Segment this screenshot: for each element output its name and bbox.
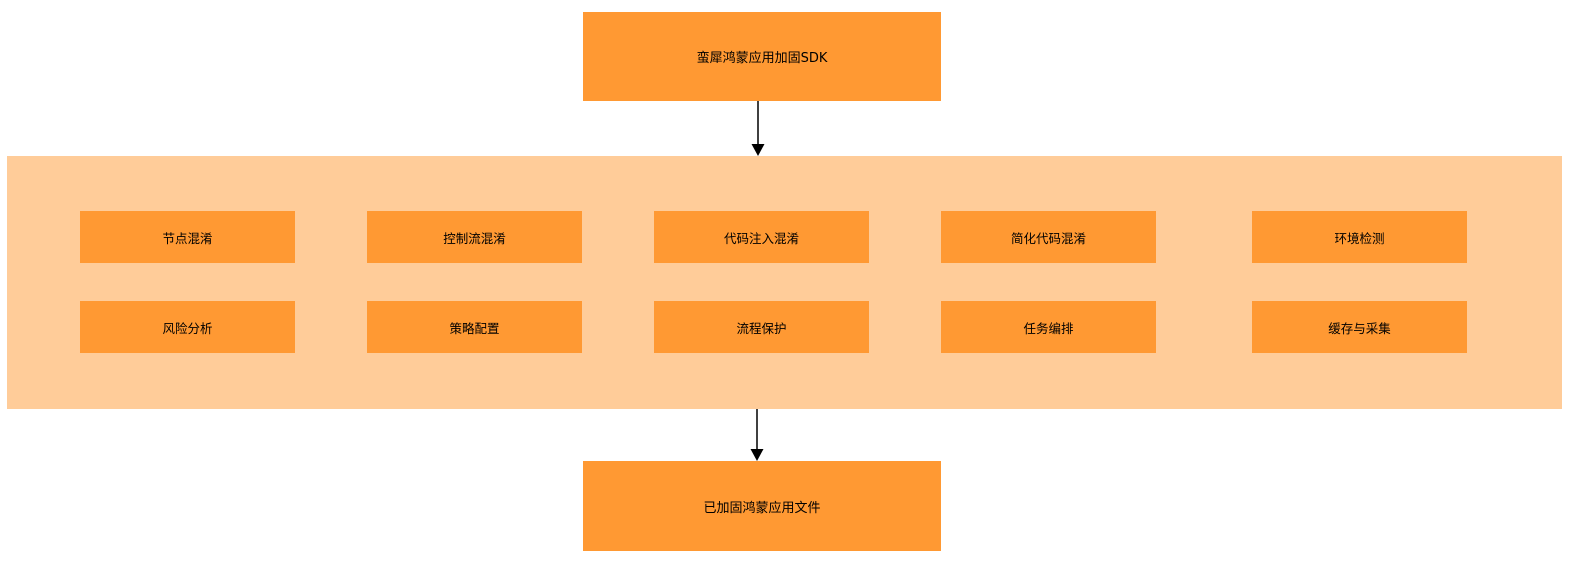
module-box-codeinjection-obfuscation: 代码注入混淆 <box>654 211 869 263</box>
module-box-policy-config: 策略配置 <box>367 301 582 353</box>
node-sdk-input-label: 蛮犀鸿蒙应用加固SDK <box>696 51 828 66</box>
module-box-task-orchestration: 任务编排 <box>941 301 1156 353</box>
node-output-file-label: 已加固鸿蒙应用文件 <box>703 500 821 516</box>
module-label: 策略配置 <box>449 320 500 336</box>
node-output-file: 已加固鸿蒙应用文件 <box>583 461 941 551</box>
module-box-environment-detection: 环境检测 <box>1252 211 1467 263</box>
module-label: 缓存与采集 <box>1328 320 1391 336</box>
module-label: 简化代码混淆 <box>1010 230 1086 246</box>
module-box-simplifiedcode-obfuscation: 简化代码混淆 <box>941 211 1156 263</box>
module-box-cache-collection: 缓存与采集 <box>1252 301 1467 353</box>
module-label: 代码注入混淆 <box>723 230 799 246</box>
module-label: 风险分析 <box>162 320 213 336</box>
arrow-head-icon <box>750 449 764 461</box>
module-box-risk-analysis: 风险分析 <box>80 301 295 353</box>
module-box-node-obfuscation: 节点混淆 <box>80 211 295 263</box>
arrow-container-to-bottom <box>750 409 764 461</box>
arrow-head-icon <box>751 144 765 156</box>
module-label: 节点混淆 <box>162 230 213 246</box>
module-box-process-protection: 流程保护 <box>654 301 869 353</box>
module-label: 环境检测 <box>1334 230 1385 246</box>
arrow-top-to-container <box>751 101 765 156</box>
module-box-controlflow-obfuscation: 控制流混淆 <box>367 211 582 263</box>
module-label: 流程保护 <box>736 320 787 336</box>
module-label: 控制流混淆 <box>443 230 506 246</box>
node-sdk-input: 蛮犀鸿蒙应用加固SDK <box>583 12 941 101</box>
module-label: 任务编排 <box>1023 320 1074 336</box>
module-container: 节点混淆 控制流混淆 代码注入混淆 简化代码混淆 环境检测 风险分析 策略配置 … <box>7 156 1562 409</box>
